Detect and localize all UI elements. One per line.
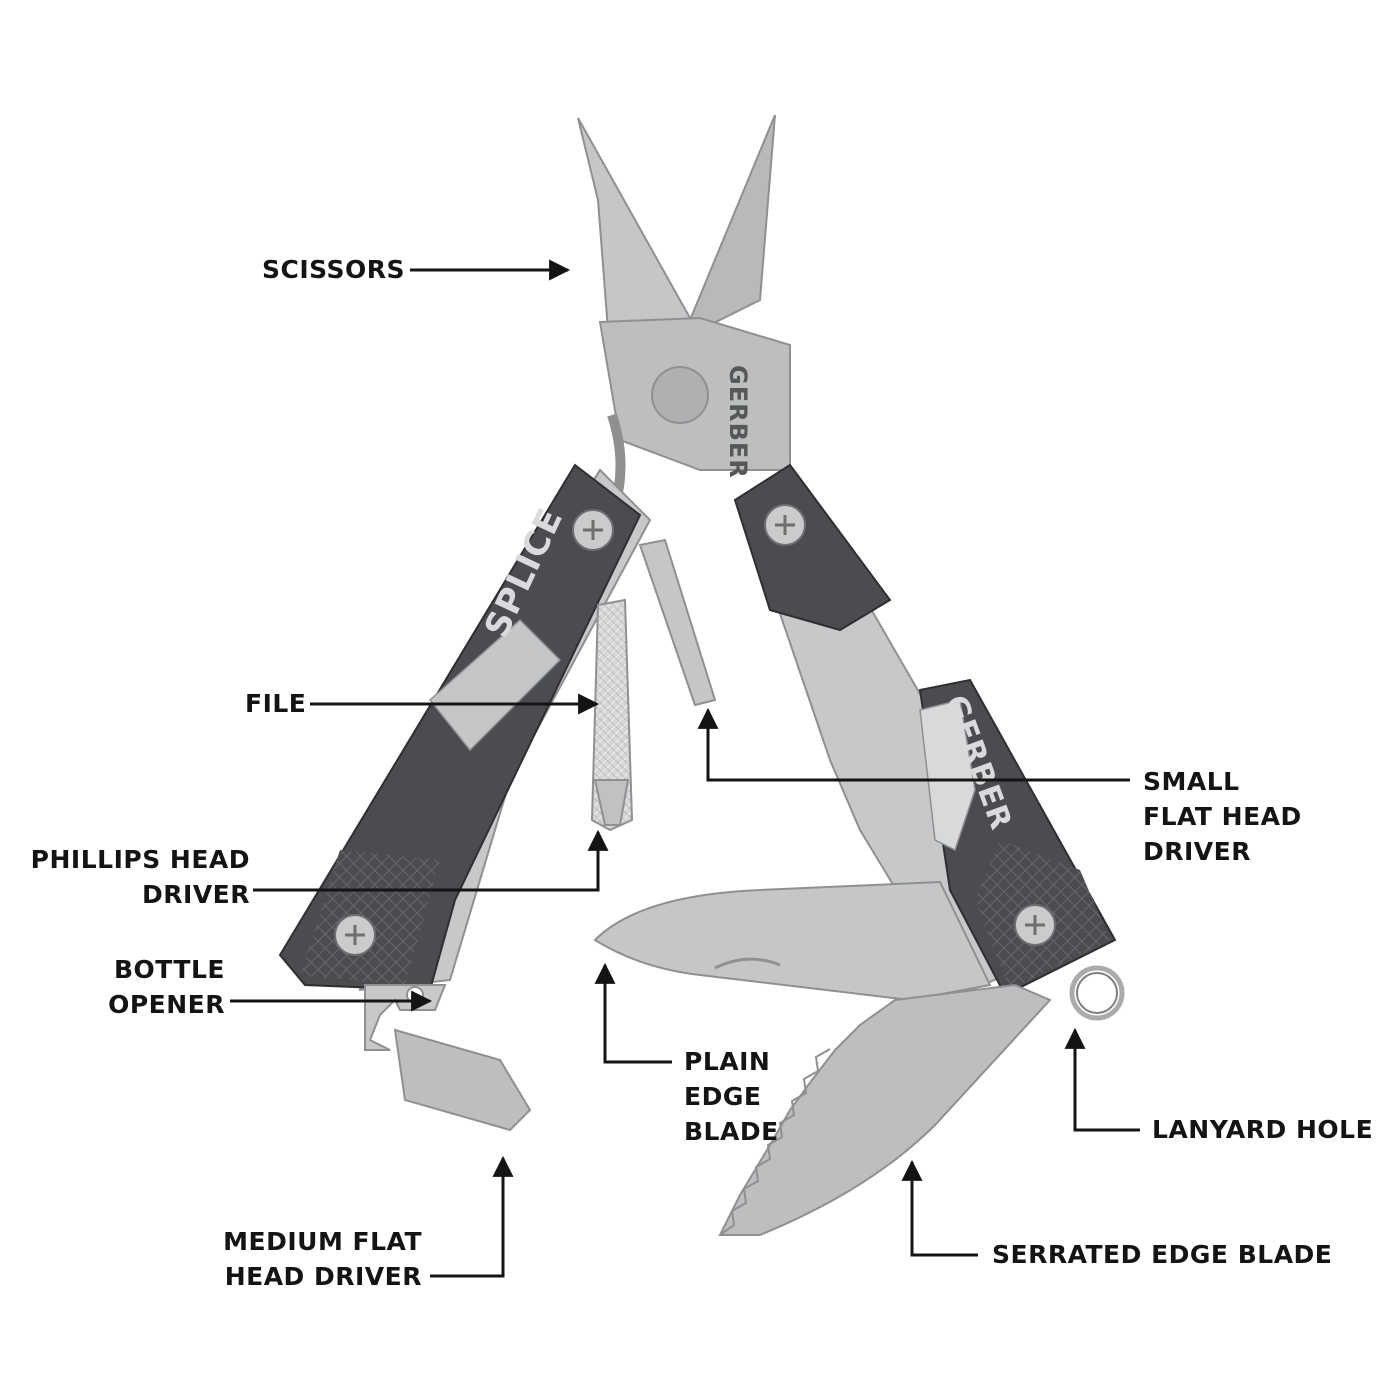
label-scissors: SCISSORS	[262, 252, 405, 287]
small-flat-arrow	[697, 707, 1130, 782]
scissors-brand-mark: GERBER	[724, 365, 752, 479]
label-phillips-head-driver: PHILLIPS HEAD DRIVER	[31, 842, 250, 912]
scissors: GERBER	[577, 114, 791, 522]
lanyard-ring	[1069, 965, 1125, 1021]
label-plain-edge-line-3: BLADE	[684, 1117, 779, 1146]
phillips-arrow	[253, 829, 609, 892]
right-handle-cutout	[919, 699, 976, 852]
right-handle-top-body	[733, 463, 892, 632]
plain-edge-blade-tool	[593, 880, 992, 1002]
label-phillips-line-1: PHILLIPS HEAD	[30, 845, 250, 874]
label-bottle-line-1: BOTTLE	[114, 955, 225, 984]
label-small-flat-line-2: FLAT HEAD	[1143, 802, 1302, 831]
label-file: FILE	[245, 686, 306, 721]
file-tool	[590, 598, 634, 832]
left-handle-steel-inlay	[428, 618, 562, 752]
label-file-line-1: FILE	[245, 689, 307, 718]
label-medium-flat-line-1: MEDIUM FLAT	[223, 1227, 422, 1256]
label-medium-flat-head-driver: MEDIUM FLAT HEAD DRIVER	[223, 1224, 422, 1294]
scissors-left-blade	[577, 117, 692, 342]
label-bottle-opener: BOTTLE OPENER	[108, 952, 225, 1022]
left-handle-grip	[300, 850, 440, 985]
label-scissors-line-1: SCISSORS	[262, 255, 406, 284]
label-serrated-line-1: SERRATED EDGE BLADE	[992, 1240, 1333, 1269]
serrated-arrow	[901, 1159, 978, 1257]
label-small-flat-line-3: DRIVER	[1143, 837, 1251, 866]
label-lanyard-hole: LANYARD HOLE	[1152, 1112, 1373, 1147]
right-handle: GERBER	[733, 463, 1125, 1021]
medium-flat-head-driver-tool	[393, 1028, 532, 1132]
serrated-edge-blade-tool	[718, 983, 1052, 1236]
left-handle: SPLICE	[278, 463, 652, 992]
label-plain-edge-line-2: EDGE	[684, 1082, 762, 1111]
plain-edge-arrow	[594, 962, 672, 1064]
medium-flat-arrow	[430, 1155, 514, 1278]
label-plain-edge-blade: PLAIN EDGE BLADE	[684, 1044, 779, 1149]
scissors-right-blade	[688, 114, 776, 332]
lanyard-arrow	[1064, 1027, 1140, 1132]
label-bottle-line-2: OPENER	[108, 990, 225, 1019]
label-phillips-line-2: DRIVER	[142, 880, 250, 909]
label-lanyard-line-1: LANYARD HOLE	[1152, 1115, 1374, 1144]
label-plain-edge-line-1: PLAIN	[684, 1047, 771, 1076]
small-flat-head-driver-tool	[638, 538, 717, 707]
scissors-pivot	[651, 366, 709, 424]
label-small-flat-line-1: SMALL	[1143, 767, 1240, 796]
leader-lines	[230, 259, 1140, 1278]
label-small-flat-head-driver: SMALL FLAT HEAD DRIVER	[1143, 764, 1302, 869]
label-serrated-edge-blade: SERRATED EDGE BLADE	[992, 1237, 1332, 1272]
label-medium-flat-line-2: HEAD DRIVER	[224, 1262, 422, 1291]
